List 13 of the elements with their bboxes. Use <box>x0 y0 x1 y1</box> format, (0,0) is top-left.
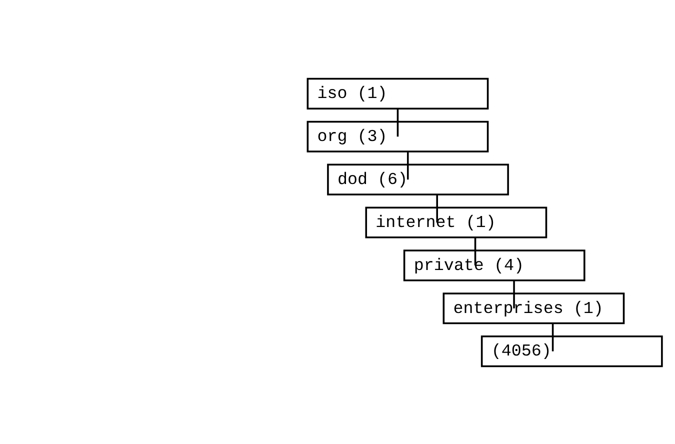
connector <box>436 194 438 222</box>
connector <box>406 152 409 180</box>
node-box: enterprises (1) <box>442 292 625 324</box>
connector <box>396 108 399 136</box>
node-box: internet (1) <box>365 206 548 238</box>
connector <box>474 238 476 265</box>
node-box: (4056) <box>480 335 663 367</box>
node-box: private (4) <box>403 249 586 281</box>
node-box: org (3) <box>306 120 489 152</box>
node-box: dod (6) <box>327 163 509 195</box>
node-box: iso (1) <box>306 77 489 109</box>
connector <box>552 323 554 351</box>
connector <box>513 280 515 308</box>
